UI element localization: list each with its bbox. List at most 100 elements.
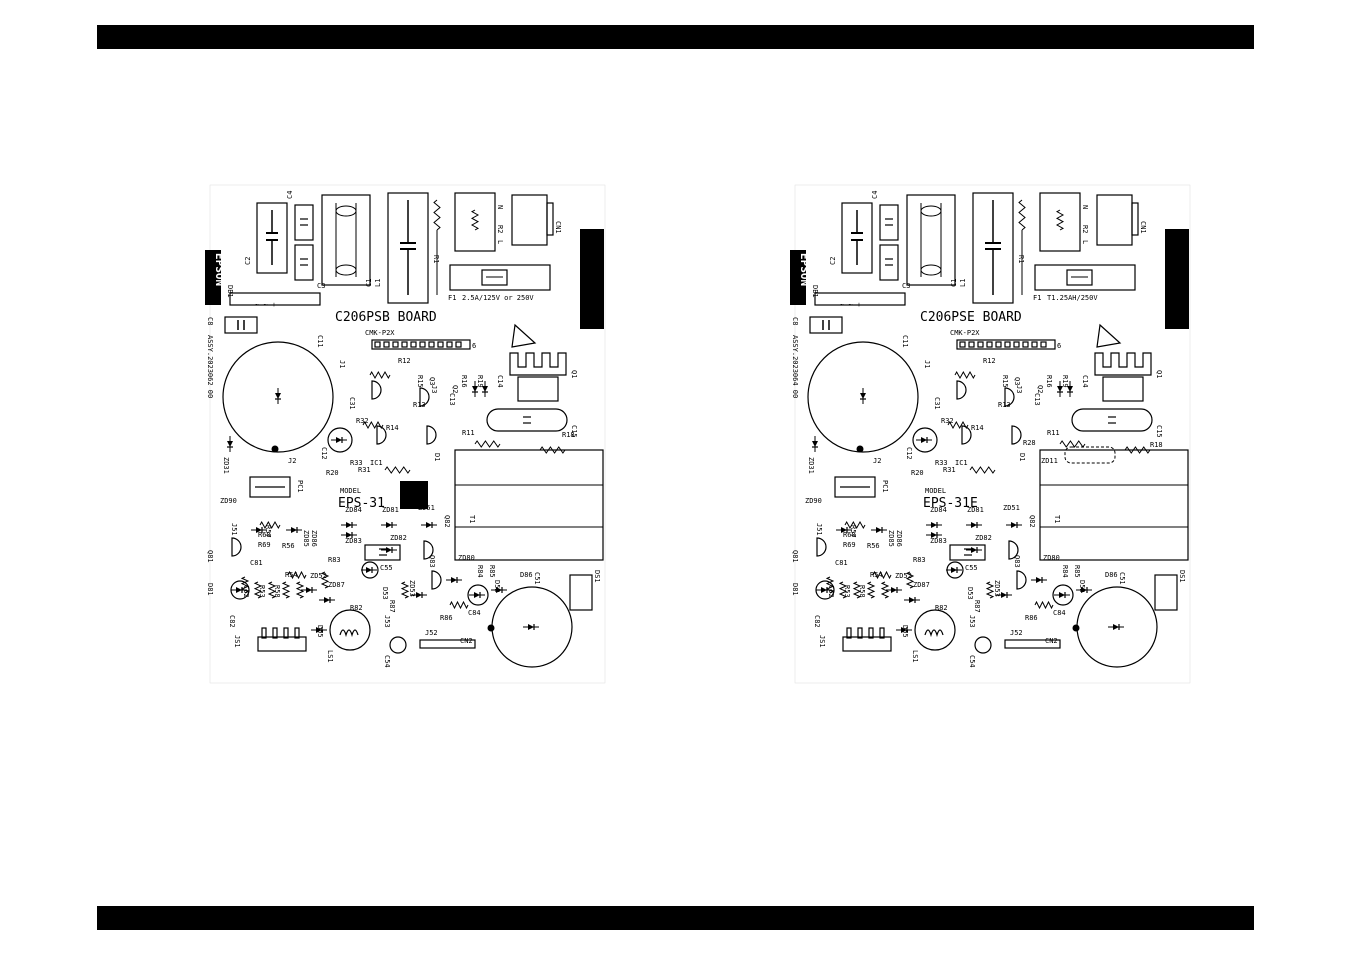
connector-strip: [371, 339, 471, 350]
fuse-holder: [449, 264, 551, 291]
component-label: C4: [871, 191, 879, 199]
component-label: R18: [1150, 441, 1163, 449]
board-edge: [209, 184, 606, 684]
component-label: R12: [398, 357, 411, 365]
coil-symbol: [335, 264, 357, 276]
component-label: R58: [858, 585, 866, 598]
c15-capacitor: [1071, 408, 1153, 432]
component-label: R19: [1061, 375, 1069, 388]
component-label: R85: [1073, 565, 1081, 578]
connector-pin-count: 6: [472, 342, 476, 350]
component-label: D86: [520, 571, 533, 579]
fuse-rating: T1.25AH/250V: [1047, 294, 1098, 302]
component-label: ZD87: [328, 581, 345, 589]
component-label: R13: [998, 401, 1011, 409]
connector-pin: [410, 341, 417, 348]
connector-pin: [374, 341, 381, 348]
component-label: ZD84: [930, 506, 947, 514]
component-label: R85: [488, 565, 496, 578]
component-label: C14: [1081, 375, 1089, 388]
component-label: R16: [460, 375, 468, 388]
component-label: ZD83: [930, 537, 947, 545]
component-label: R68: [258, 531, 271, 539]
component-label: CN2: [1045, 637, 1058, 645]
component-label: Q3: [428, 377, 436, 385]
component-label: D53: [381, 587, 389, 600]
resistor-symbol: [281, 581, 291, 599]
connector-pin: [446, 341, 453, 348]
component-label: C54: [383, 655, 391, 668]
component-label: ZD80: [1043, 554, 1060, 562]
d1-device: [1011, 425, 1022, 445]
component-label: D81: [791, 583, 799, 596]
c8-capacitor: [809, 316, 843, 334]
resistor-symbol: [1055, 209, 1065, 231]
connector-pin: [392, 341, 399, 348]
db1-bridge-rectifier: [814, 292, 906, 306]
component-label: ZD53: [993, 580, 1001, 597]
component-label: ZD85: [302, 530, 310, 547]
component-label: C55: [380, 564, 393, 572]
cn1-tab: [546, 202, 554, 236]
component-label: ZD81: [967, 506, 984, 514]
model-label: MODEL: [340, 487, 361, 495]
component-label: JS1: [233, 635, 241, 648]
component-label: Q2: [1036, 385, 1044, 393]
component-label: J2: [873, 457, 881, 465]
component-label: R33: [935, 459, 948, 467]
js1-pin: [294, 627, 300, 639]
coil-symbol: [924, 629, 944, 638]
component-label: Q81: [791, 550, 799, 563]
component-label: ZD90: [220, 497, 237, 505]
model-label: MODEL: [925, 487, 946, 495]
coil-symbol: [335, 205, 357, 217]
component-label: J3: [1015, 385, 1023, 393]
board-edge: [794, 184, 1191, 684]
component-label: C12: [905, 447, 913, 460]
component-label: C31: [933, 397, 941, 410]
component-label: C82: [813, 615, 821, 628]
epson-logo-text: EPSON: [213, 253, 226, 286]
q82-transistor: [1008, 540, 1019, 560]
q1-body: [1102, 376, 1144, 402]
component-label: R13: [413, 401, 426, 409]
connector-pin: [455, 341, 462, 348]
assy-number: ASSY.2023064 00: [791, 335, 799, 398]
polarity-dot: [271, 445, 279, 453]
component-label: R84: [476, 565, 484, 578]
component-label: Q81: [206, 550, 214, 563]
resistor-symbol: [259, 520, 281, 530]
component-label: R82: [350, 604, 363, 612]
q1-driver-transistor: [371, 380, 382, 400]
component-label: R57: [849, 525, 857, 538]
q82-transistor: [423, 540, 434, 560]
cn1-tab: [1131, 202, 1139, 236]
resistor-symbol: [969, 466, 996, 474]
c2-capacitor: [256, 202, 288, 274]
resistor-symbol: [362, 420, 384, 430]
c84-capacitor: [1052, 584, 1074, 606]
polarity-dot: [1072, 624, 1080, 632]
connector-pin: [401, 341, 408, 348]
cn1-connector: [1096, 194, 1133, 246]
resistor-symbol: [240, 576, 250, 594]
component-label: C52: [242, 585, 250, 598]
j52-jumper: [1004, 639, 1061, 649]
component-label: Q83: [428, 555, 436, 568]
component-label: D53: [966, 587, 974, 600]
component-label: D55: [901, 625, 909, 638]
fuse-rating: 2.5A/125V or 250V: [462, 294, 534, 302]
component-label: Q1: [1155, 370, 1163, 378]
connector-pin: [995, 341, 1002, 348]
edge-tab: [580, 229, 604, 329]
component-label: Q82: [1028, 515, 1036, 528]
component-label: Q2: [451, 385, 459, 393]
component-label: PC1: [296, 480, 304, 493]
component-label: F1: [448, 294, 456, 302]
resistor-symbol: [287, 570, 307, 580]
c54-capacitor: [389, 636, 407, 654]
connector-pin: [383, 341, 390, 348]
fuse-holder: [1034, 264, 1136, 291]
component-label: IC1: [370, 459, 383, 467]
component-label: ZD84: [345, 506, 362, 514]
